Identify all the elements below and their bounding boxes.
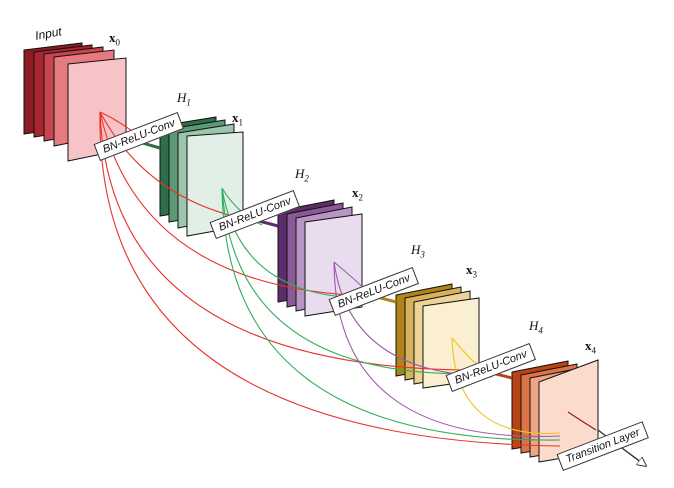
x0-label: x0: [109, 30, 120, 48]
connection-x1-to-h4: [221, 187, 493, 375]
h4-label: H4: [529, 318, 543, 336]
connection-x3-to-transition: [451, 337, 561, 434]
h1-label: H1: [177, 90, 191, 108]
feature-block-3: [395, 283, 480, 389]
connection-x0-to-h4: [99, 111, 493, 371]
h2-label: H2: [295, 166, 309, 184]
connection-x4-to-transition: [567, 411, 597, 431]
x3-label: x3: [466, 262, 477, 280]
x2-label: x2: [352, 185, 363, 203]
dense-connections: [99, 111, 597, 447]
connection-x0-to-h3: [99, 111, 373, 297]
x4-label: x4: [585, 338, 596, 356]
connection-x1-to-transition: [221, 187, 561, 441]
feature-block-1: [159, 116, 244, 237]
h3-label: H3: [411, 242, 425, 260]
input-block: [23, 42, 127, 162]
x1-label: x1: [232, 110, 243, 128]
connection-x0-to-transition: [99, 111, 561, 447]
feature-block-4: [511, 359, 599, 463]
